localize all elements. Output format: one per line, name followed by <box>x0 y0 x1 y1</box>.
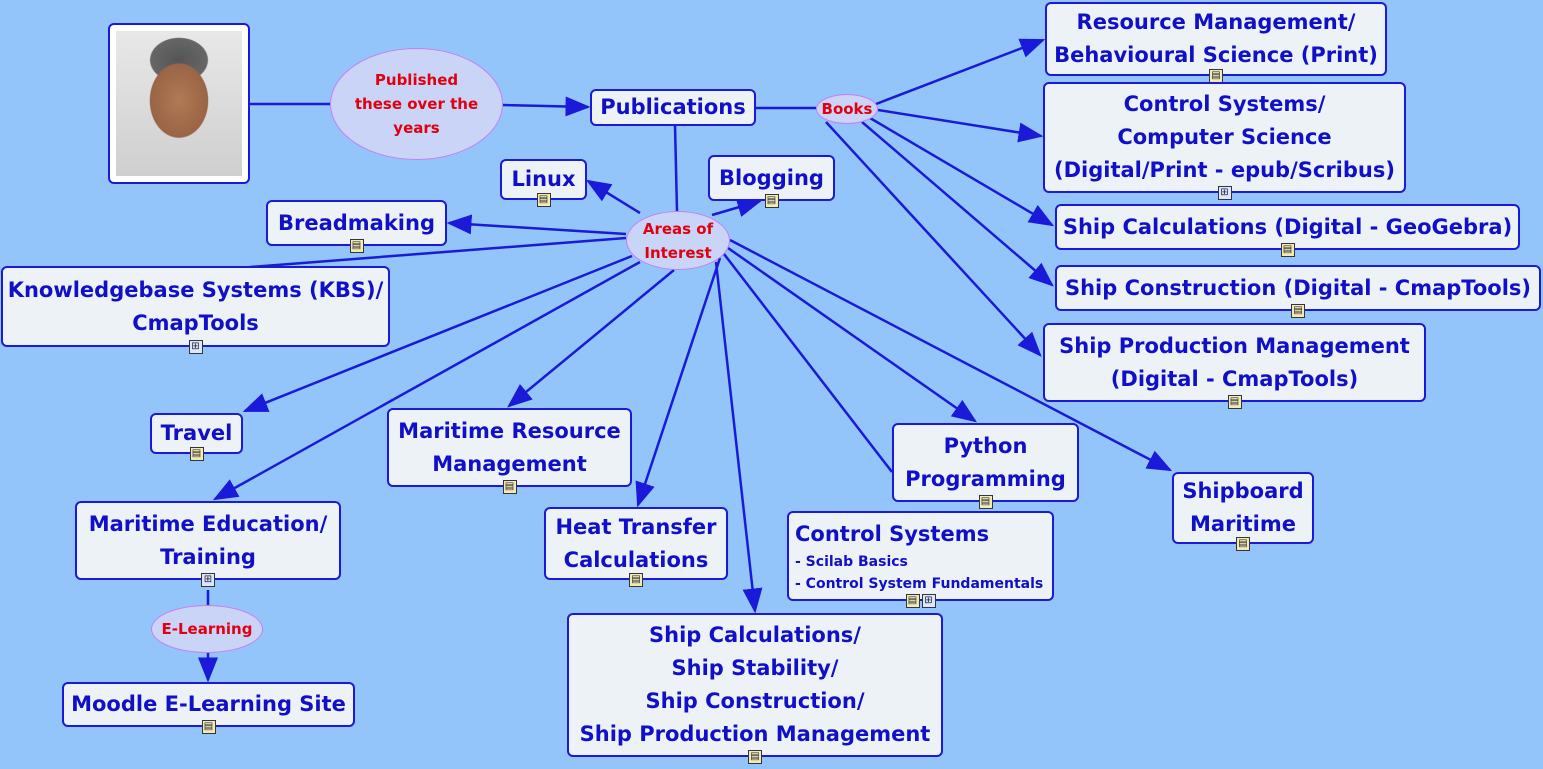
concept-text: Training <box>160 544 256 569</box>
document-icon[interactable]: ▤ <box>189 447 204 461</box>
document-icon[interactable]: ▤ <box>201 720 216 734</box>
concept-text: Ship Calculations/ <box>649 623 861 647</box>
document-icon[interactable]: ▤ <box>764 194 779 208</box>
concept-text: Ship Production Management <box>1059 333 1410 358</box>
document-icon[interactable]: ▤ <box>748 750 762 764</box>
label-text: Books <box>821 100 873 118</box>
concept-text: Linux <box>511 167 576 191</box>
document-icon[interactable]: ▤ <box>978 495 993 509</box>
concept-shipboard-maritime[interactable]: Shipboard Maritime ▤ <box>1172 472 1314 551</box>
label-text: E-Learning <box>161 620 253 638</box>
concept-heat-transfer-calculations[interactable]: Heat Transfer Calculations ▤ <box>544 507 728 587</box>
concept-text: Heat Transfer <box>555 514 717 539</box>
concept-map-icon[interactable]: ⊞ <box>1217 186 1232 200</box>
concept-text: Management <box>432 451 587 476</box>
document-icon[interactable]: ▤ <box>905 594 920 608</box>
concept-ship-construction-cmaptools[interactable]: Ship Construction (Digital - CmapTools) … <box>1055 265 1541 318</box>
label-line: Published <box>374 71 459 89</box>
concept-ship-production-management[interactable]: Ship Production Management (Digital - Cm… <box>1043 323 1426 409</box>
label-line: years <box>393 119 440 137</box>
link-label-elearning[interactable]: E-Learning <box>151 605 263 653</box>
concept-map-icon[interactable]: ⊞ <box>201 573 215 587</box>
concept-text: Moodle E-Learning Site <box>71 692 346 716</box>
concept-moodle-elearning-site[interactable]: Moodle E-Learning Site ▤ <box>62 682 355 734</box>
concept-text: Control Systems/ <box>1123 92 1326 116</box>
link-label-books[interactable]: Books <box>816 94 878 124</box>
concept-maritime-resource-management[interactable]: Maritime Resource Management ▤ <box>387 408 632 494</box>
document-icon[interactable]: ▤ <box>1209 69 1223 83</box>
concept-text: Calculations <box>563 547 709 572</box>
document-icon[interactable]: ▤ <box>1280 243 1295 257</box>
concept-text: Shipboard <box>1182 479 1304 503</box>
concept-text: Computer Science <box>1117 125 1332 149</box>
concept-text: CmapTools <box>132 310 259 335</box>
concept-ship-calculations-stability-construction-production[interactable]: Ship Calculations/ Ship Stability/ Ship … <box>567 613 943 764</box>
concept-text: Publications <box>600 95 746 119</box>
concept-text: Ship Construction (Digital - CmapTools) <box>1064 275 1531 300</box>
label-line: Areas of <box>642 219 714 238</box>
concept-text: (Digital - CmapTools) <box>1110 366 1359 391</box>
concept-travel[interactable]: Travel ▤ <box>150 413 243 461</box>
label-line: these over the <box>354 95 479 113</box>
concept-ship-calculations-geogebra[interactable]: Ship Calculations (Digital - GeoGebra) ▤ <box>1055 204 1520 257</box>
concept-map-icon[interactable]: ⊞ <box>921 594 936 608</box>
concept-breadmaking[interactable]: Breadmaking ▤ <box>266 200 447 253</box>
concept-python-programming[interactable]: Python Programming ▤ <box>892 423 1079 509</box>
concept-knowledgebase-systems[interactable]: Knowledgebase Systems (KBS)/ CmapTools ⊞ <box>1 266 390 354</box>
concept-text: Python <box>943 433 1028 458</box>
concept-text: Ship Construction/ <box>645 689 865 713</box>
concept-control-systems[interactable]: Control Systems - Scilab Basics - Contro… <box>787 511 1054 608</box>
link-label-published[interactable]: Published these over the years <box>330 48 503 160</box>
concept-text: Knowledgebase Systems (KBS)/ <box>7 277 384 302</box>
concept-text: Breadmaking <box>277 210 435 235</box>
concept-control-systems-computer-science[interactable]: Control Systems/ Computer Science (Digit… <box>1043 82 1406 200</box>
concept-publications[interactable]: Publications <box>590 89 756 126</box>
concept-text: Maritime <box>1190 512 1296 536</box>
concept-linux[interactable]: Linux ▤ <box>500 159 587 207</box>
document-icon[interactable]: ▤ <box>1227 395 1242 409</box>
concept-resource-management[interactable]: Resource Management/ Behavioural Science… <box>1045 2 1387 83</box>
concept-subitem: - Scilab Basics <box>795 553 908 570</box>
author-photo <box>108 23 250 184</box>
concept-text: Maritime Education/ <box>88 511 328 536</box>
document-icon[interactable]: ▤ <box>1291 304 1305 318</box>
document-icon[interactable]: ▤ <box>629 573 643 587</box>
concept-text: Programming <box>905 466 1066 491</box>
concept-text: Behavioural Science (Print) <box>1054 43 1378 67</box>
concept-text: Ship Stability/ <box>671 656 839 680</box>
document-icon[interactable]: ▤ <box>502 480 517 494</box>
label-line: Interest <box>644 243 712 262</box>
document-icon[interactable]: ▤ <box>536 193 551 207</box>
document-icon[interactable]: ▤ <box>349 239 364 253</box>
document-icon[interactable]: ▤ <box>1236 537 1250 551</box>
concept-blogging[interactable]: Blogging ▤ <box>708 155 835 208</box>
concept-text: Blogging <box>719 165 824 190</box>
concept-title: Control Systems <box>795 521 990 546</box>
concept-text: Maritime Resource <box>398 418 621 443</box>
concept-text: (Digital/Print - epub/Scribus) <box>1054 158 1395 182</box>
concept-map-icon[interactable]: ⊞ <box>188 340 203 354</box>
concept-text: Resource Management/ <box>1076 10 1356 34</box>
concept-text: Ship Production Management <box>579 722 931 746</box>
link-label-areas-of-interest[interactable]: Areas of Interest <box>626 211 730 270</box>
concept-maritime-education-training[interactable]: Maritime Education/ Training ⊞ <box>75 501 341 587</box>
concept-text: Travel <box>160 421 233 445</box>
concept-subitem: - Control System Fundamentals <box>795 575 1044 592</box>
concept-text: Ship Calculations (Digital - GeoGebra) <box>1062 214 1513 239</box>
portrait-image <box>116 31 242 176</box>
